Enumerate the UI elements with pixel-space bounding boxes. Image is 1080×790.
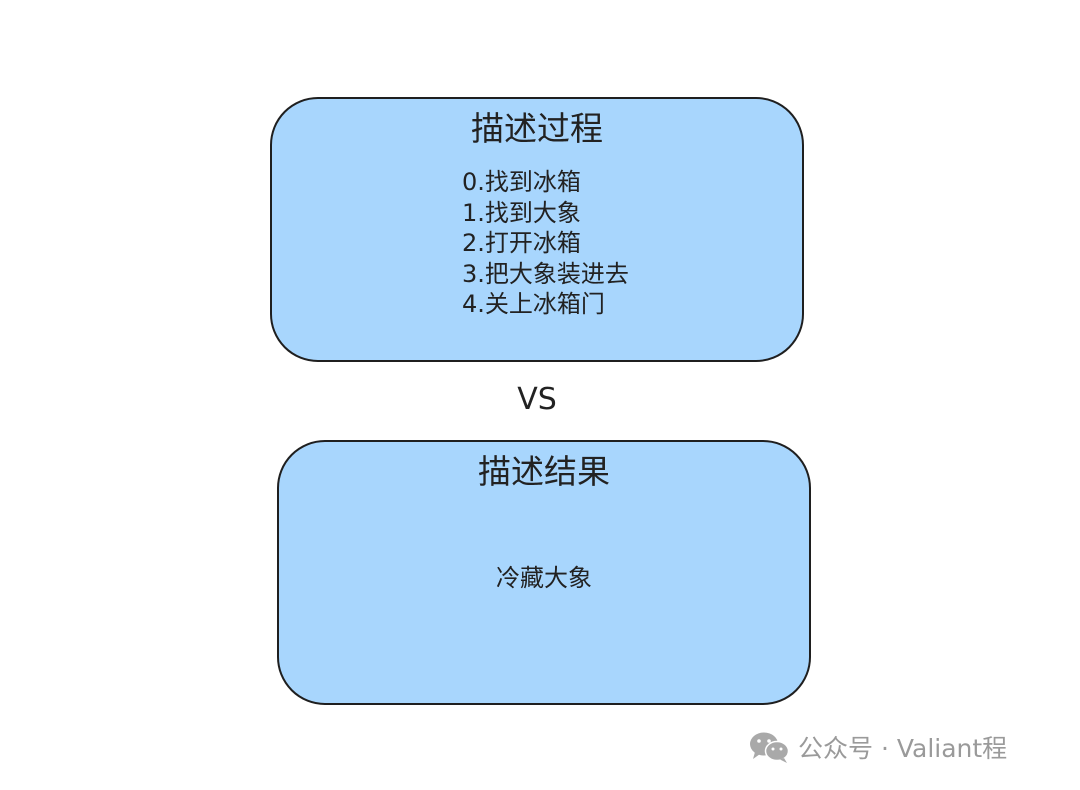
process-box-title: 描述过程	[471, 109, 603, 148]
process-box: 描述过程 0.找到冰箱 1.找到大象 2.打开冰箱 3.把大象装进去 4.关上冰…	[270, 97, 804, 362]
process-step: 2.打开冰箱	[462, 229, 581, 257]
result-box: 描述结果 冷藏大象	[277, 440, 811, 705]
process-steps-list: 0.找到冰箱 1.找到大象 2.打开冰箱 3.把大象装进去 4.关上冰箱门	[462, 167, 629, 320]
process-step: 1.找到大象	[462, 198, 581, 227]
process-step: 3.把大象装进去	[462, 259, 629, 288]
wechat-icon	[748, 730, 792, 764]
result-box-title: 描述结果	[478, 452, 610, 491]
process-step: 4.关上冰箱门	[462, 290, 605, 318]
vs-separator: VS	[517, 382, 557, 417]
result-text: 冷藏大象	[496, 564, 592, 592]
watermark: 公众号 · Valiant程	[748, 730, 1007, 764]
process-step: 0.找到冰箱	[462, 168, 581, 196]
watermark-text: 公众号 · Valiant程	[798, 734, 1008, 763]
